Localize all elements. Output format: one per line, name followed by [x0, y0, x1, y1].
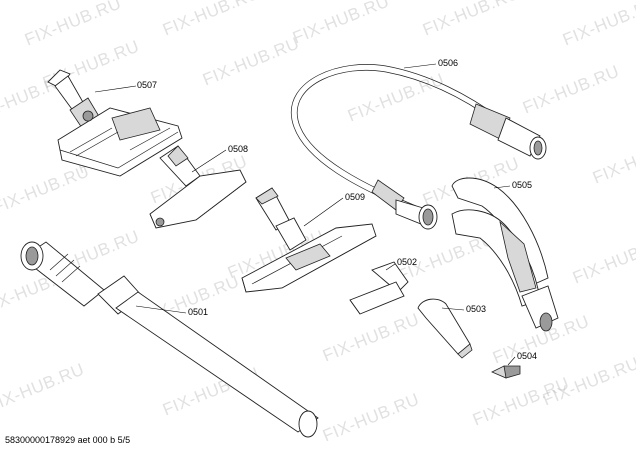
label-0508: 0508: [228, 144, 248, 154]
crevice-nozzle-0503[interactable]: [417, 298, 473, 359]
telescopic-tube-0501[interactable]: [20, 241, 319, 438]
floor-nozzle-0507[interactable]: [47, 69, 183, 177]
leader-line: [493, 185, 511, 189]
label-0502: 0502: [397, 257, 417, 267]
leader-line: [303, 197, 344, 227]
leader-line: [191, 149, 227, 173]
label-0507: 0507: [137, 80, 157, 90]
leader-line: [94, 85, 137, 93]
footer-code: 58300000178929 aet 000 b 5/5: [5, 435, 131, 445]
leader-line: [135, 305, 187, 314]
leader-line: [385, 263, 396, 271]
small-part-0504[interactable]: [491, 365, 521, 379]
flexible-hose-0506[interactable]: [290, 64, 547, 230]
label-0506: 0506: [438, 58, 458, 68]
upholstery-nozzle-0508[interactable]: [149, 145, 247, 229]
label-0504: 0504: [517, 351, 537, 361]
label-0505: 0505: [512, 180, 532, 190]
label-0501: 0501: [188, 307, 208, 317]
hard-floor-nozzle-0509[interactable]: [241, 187, 377, 293]
leader-line: [507, 356, 516, 366]
label-0509: 0509: [345, 192, 365, 202]
small-nozzle-0502[interactable]: [349, 261, 409, 315]
leader-line: [441, 307, 465, 311]
leader-line: [403, 63, 437, 69]
hose-handle-0505[interactable]: [451, 177, 559, 332]
label-0503: 0503: [466, 304, 486, 314]
